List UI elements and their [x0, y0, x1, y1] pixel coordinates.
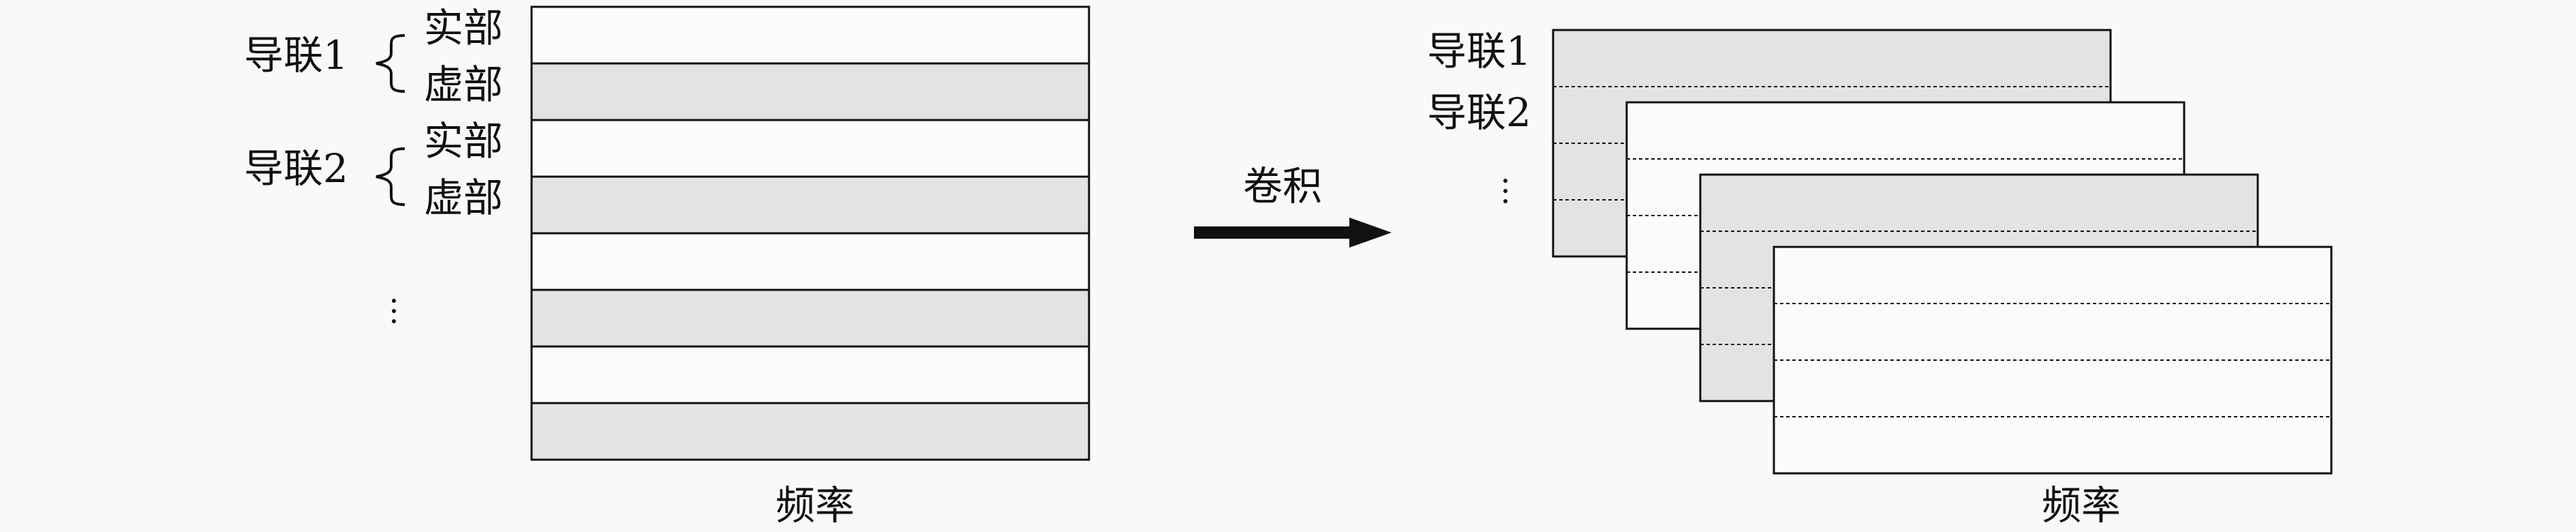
- lead2-brace: [375, 147, 405, 206]
- matrix-row-6: [530, 289, 1090, 348]
- left-ellipsis-icon: [392, 299, 396, 323]
- left-lead2-label: 导联2: [244, 145, 348, 192]
- lead1-brace: [375, 34, 405, 93]
- left-lead1-imag-label: 虚部: [424, 61, 504, 108]
- convolution-label: 卷积: [1243, 163, 1323, 209]
- matrix-row-2: [530, 62, 1090, 121]
- matrix-row-7: [530, 345, 1090, 404]
- matrix-row-1: [530, 5, 1090, 65]
- right-lead1-label: 导联1: [1427, 28, 1531, 74]
- left-lead1-real-label: 实部: [424, 5, 504, 51]
- left-matrix: [530, 5, 1090, 461]
- matrix-row-4: [530, 175, 1090, 235]
- stacked-map-4: [1773, 246, 2333, 475]
- right-ellipsis-icon: [1503, 179, 1507, 203]
- left-lead2-real-label: 实部: [424, 118, 504, 164]
- left-lead1-label: 导联1: [244, 32, 348, 78]
- right-frequency-label: 频率: [2042, 482, 2121, 529]
- left-lead2-imag-label: 虚部: [424, 175, 504, 221]
- matrix-row-8: [530, 402, 1090, 461]
- matrix-row-5: [530, 232, 1090, 291]
- right-lead2-label: 导联2: [1427, 89, 1531, 136]
- left-frequency-label: 频率: [776, 482, 855, 529]
- matrix-row-3: [530, 119, 1090, 178]
